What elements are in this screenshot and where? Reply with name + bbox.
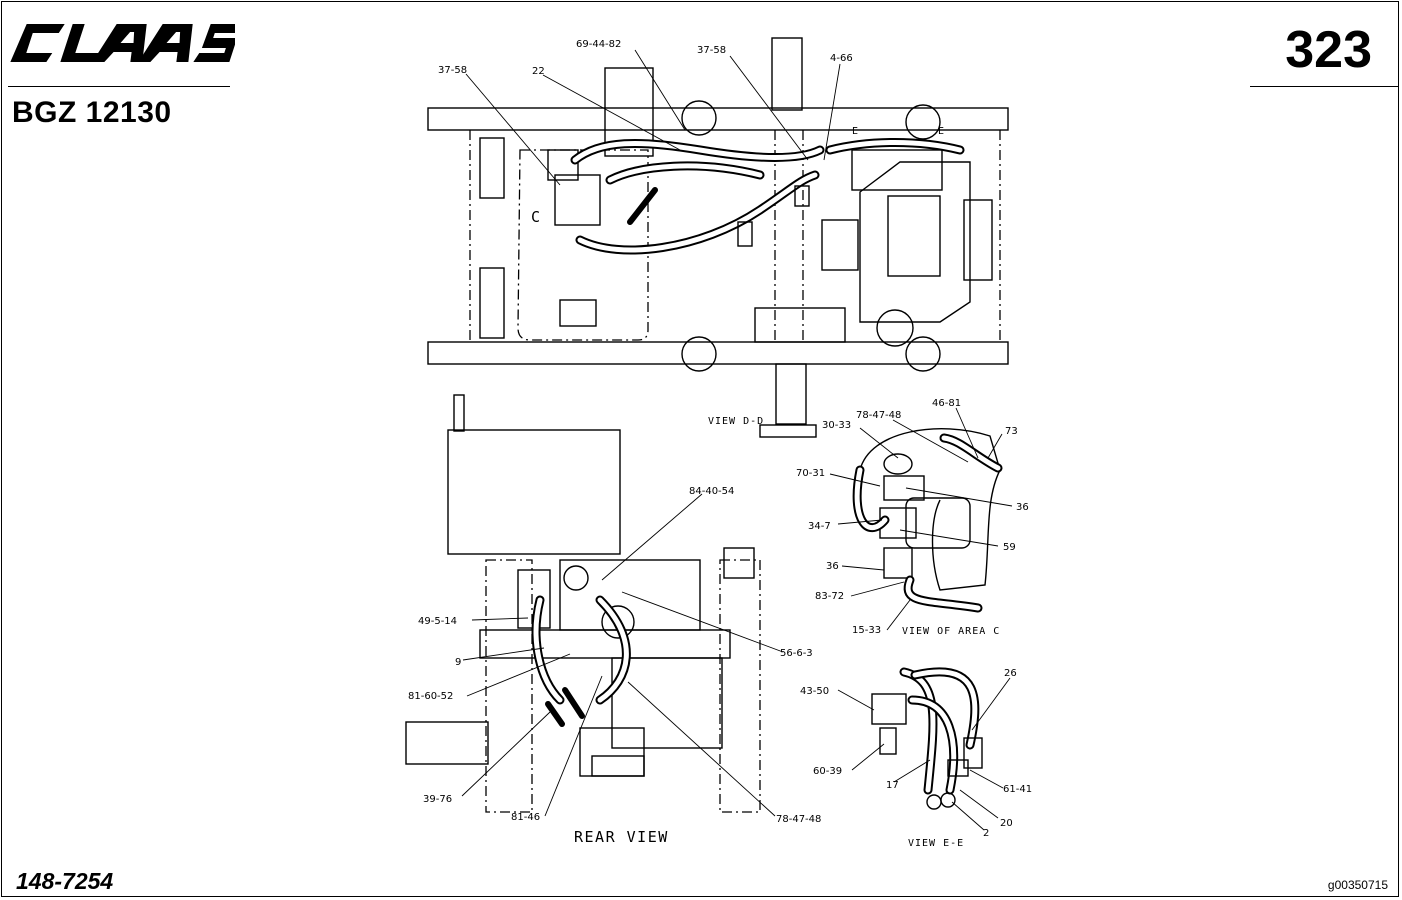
view-area-c-caption: VIEW OF AREA C [902,626,1000,637]
view-e-marker-2: E [938,126,945,137]
callout-60-39: 60-39 [813,766,842,777]
view-e-detail-drawing: VIEW E-E [871,667,983,849]
view-e-caption: VIEW E-E [908,838,964,849]
header-rule-left [8,86,230,87]
callout-36-a: 36 [1016,502,1029,513]
callout-labels: 69-44-82 37-58 22 37-58 4-66 78-47-48 46… [408,39,1032,839]
callout-17: 17 [886,780,899,791]
claas-logo [10,24,235,62]
area-c-marker: C [531,208,542,226]
view-e-marker: E [852,126,859,137]
callout-15-33: 15-33 [852,625,881,636]
header-rule-right [1250,86,1398,87]
callout-81-46: 81-46 [511,812,540,823]
image-id: g00350715 [1327,878,1388,892]
callout-20: 20 [1000,818,1013,829]
callout-70-31: 70-31 [796,468,825,479]
callout-36-b: 36 [826,561,839,572]
page-number: 323 [1285,21,1372,79]
callout-26: 26 [1004,668,1017,679]
model-title: BGZ 12130 [12,96,172,129]
callout-37-58-a: 37-58 [438,65,467,76]
callout-83-72: 83-72 [815,591,844,602]
callout-61-41: 61-41 [1003,784,1032,795]
callout-56-6-3: 56-6-3 [780,648,813,659]
callout-78-47-48-a: 78-47-48 [856,410,901,421]
callout-84-40-54: 84-40-54 [689,486,734,497]
rear-view-caption: REAR VIEW [574,828,669,846]
part-number: 148-7254 [16,868,114,894]
callout-4-66: 4-66 [830,53,853,64]
callout-59: 59 [1003,542,1016,553]
callout-leader-lines [461,49,1013,831]
callout-37-58-b: 37-58 [697,45,726,56]
callout-46-81: 46-81 [932,398,961,409]
callout-22: 22 [532,66,545,77]
callout-81-60-52: 81-60-52 [408,691,453,702]
callout-39-76: 39-76 [423,794,452,805]
callout-9: 9 [455,657,461,668]
area-c-detail-drawing: VIEW OF AREA C [852,428,1003,637]
callout-78-47-48-b: 78-47-48 [776,814,821,825]
rear-view-drawing: REAR VIEW [405,394,761,846]
callout-2: 2 [983,828,989,839]
view-d-caption: VIEW D-D [708,416,764,427]
callout-34-7: 34-7 [808,521,831,532]
top-view-frame-drawing: C E E VIEW D-D [427,37,1009,438]
callout-30-33: 30-33 [822,420,851,431]
callout-73: 73 [1005,426,1018,437]
callout-49-5-14: 49-5-14 [418,616,457,627]
callout-69-44-82: 69-44-82 [576,39,621,50]
callout-43-50: 43-50 [800,686,829,697]
